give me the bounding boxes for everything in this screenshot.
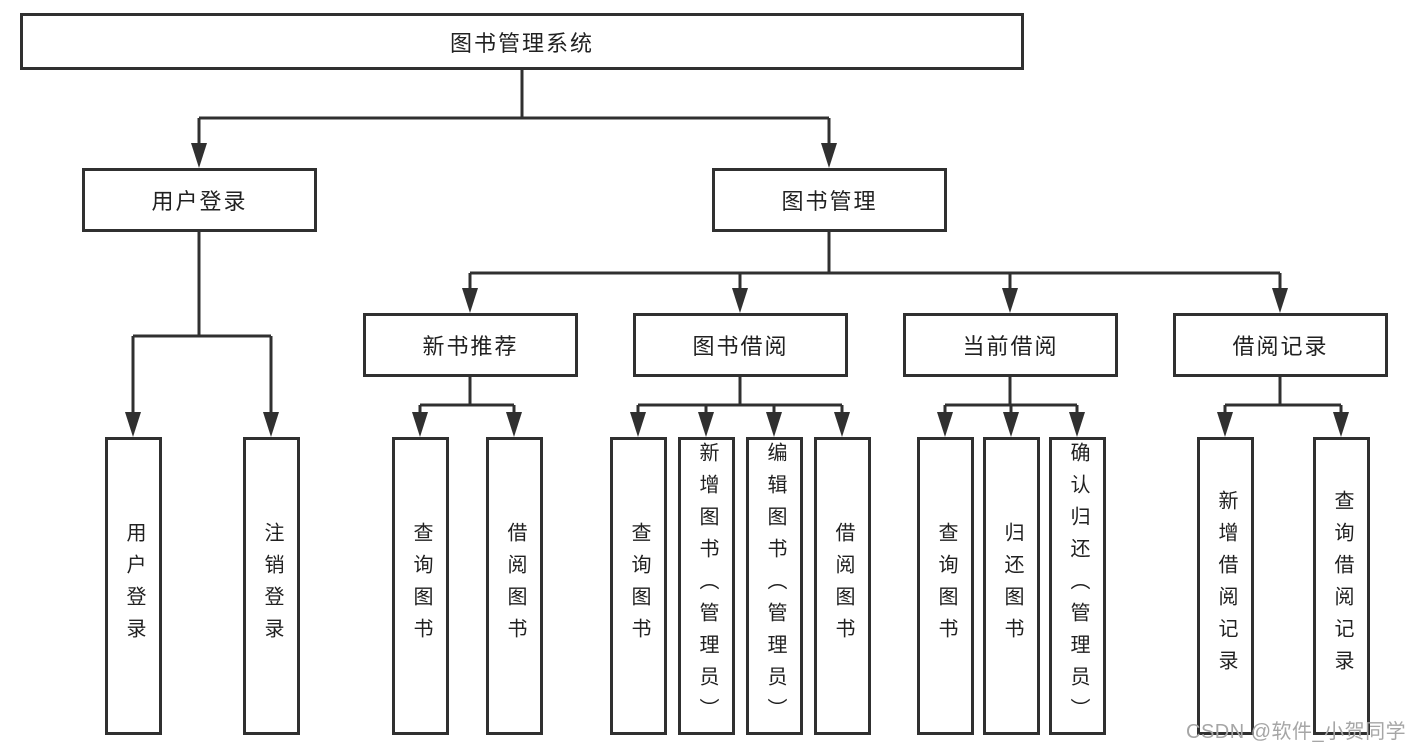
connector-borrowing-records-children [1217,377,1349,437]
node-label: 确认归还（管理员） [1067,442,1089,730]
node-borrowing-records: 借阅记录 [1173,313,1388,377]
node-library-management-system: 图书管理系统 [20,13,1024,70]
node-label: 注销登录 [261,522,283,650]
node-label: 归还图书 [1001,522,1023,650]
node-current-borrowing: 当前借阅 [903,313,1118,377]
connector-user-login-children [125,232,279,437]
leaf-query-books-recommend: 查询图书 [392,437,449,735]
csdn-watermark: CSDN @软件_小贺同学 [1186,721,1405,743]
connector-current-borrowing-children [937,377,1085,437]
node-label: 查询图书 [410,522,432,650]
node-label: 图书管理 [781,189,878,214]
node-label: 图书管理系统 [449,30,594,56]
connector-root-to-level2 [191,70,837,168]
leaf-borrow-books: 借阅图书 [814,437,871,735]
node-label: 新增图书（管理员） [696,442,718,730]
leaf-logout: 注销登录 [243,437,300,735]
node-label: 用户登录 [123,522,145,650]
node-label: 新增借阅记录 [1215,490,1237,682]
leaf-user-login: 用户登录 [105,437,162,735]
node-label: 用户登录 [151,189,248,214]
node-label: 查询图书 [935,522,957,650]
node-book-borrowing: 图书借阅 [633,313,848,377]
leaf-return-books: 归还图书 [983,437,1040,735]
connector-book-management-children [462,232,1288,313]
leaf-query-books-current: 查询图书 [917,437,974,735]
leaf-add-borrow-record: 新增借阅记录 [1197,437,1254,735]
node-label: 新书推荐 [422,334,519,359]
leaf-add-books-admin: 新增图书（管理员） [678,437,735,735]
leaf-borrow-books-recommend: 借阅图书 [486,437,543,735]
leaf-query-books-borrowing: 查询图书 [610,437,667,735]
connector-new-book-recommend-children [412,377,522,437]
node-label: 当前借阅 [962,334,1059,359]
node-label: 借阅图书 [832,522,854,650]
node-label: 查询图书 [628,522,650,650]
node-user-login: 用户登录 [82,168,317,232]
leaf-edit-books-admin: 编辑图书（管理员） [746,437,803,735]
leaf-query-borrow-record: 查询借阅记录 [1313,437,1370,735]
node-new-book-recommend: 新书推荐 [363,313,578,377]
node-label: 图书借阅 [692,334,789,359]
leaf-confirm-return-admin: 确认归还（管理员） [1049,437,1106,735]
node-label: 编辑图书（管理员） [764,442,786,730]
node-label: 借阅图书 [504,522,526,650]
node-label: 借阅记录 [1232,334,1329,359]
node-book-management: 图书管理 [712,168,947,232]
node-label: 查询借阅记录 [1331,490,1353,682]
connector-book-borrowing-children [630,377,850,437]
